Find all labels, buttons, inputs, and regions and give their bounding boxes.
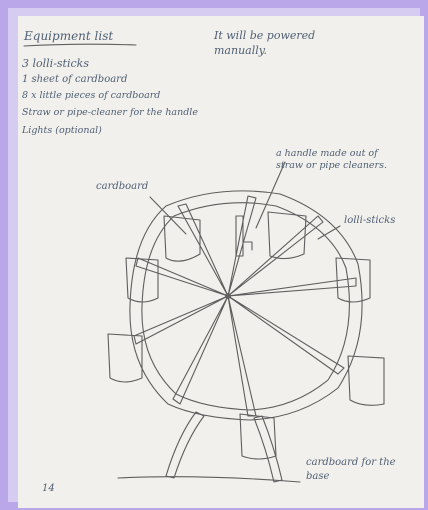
base-label: cardboard for the base [306, 456, 406, 484]
list-item: 1 sheet of cardboard [22, 75, 127, 85]
equipment-list-title: Equipment list [24, 30, 113, 42]
lolli-sticks-label: lolli-sticks [344, 216, 395, 226]
base-leg-right [254, 416, 282, 482]
list-item: 8 x little pieces of cardboard [22, 91, 160, 101]
handle-note: a handle made out of straw or pipe clean… [276, 148, 396, 173]
gondola [348, 356, 384, 405]
list-item: Lights (optional) [22, 126, 102, 136]
base-leg-left [166, 412, 204, 478]
notebook-page: Equipment list 3 lolli-sticks 1 sheet of… [18, 16, 424, 508]
cardboard-leader [150, 197, 186, 234]
gondola [240, 414, 276, 459]
page-number: 14 [42, 484, 55, 494]
list-item: Straw or pipe-cleaner for the handle [22, 108, 198, 118]
powered-note: It will be powered manually. [214, 28, 324, 59]
cardboard-label: cardboard [96, 182, 148, 192]
spoke [134, 296, 228, 344]
spoke [228, 296, 256, 416]
title-underline [24, 44, 136, 46]
spoke [136, 258, 228, 296]
gondola [108, 334, 142, 382]
spoke [173, 296, 228, 404]
gondola [268, 212, 306, 259]
spoke [228, 296, 344, 374]
list-item: 3 lolli-sticks [22, 58, 89, 69]
